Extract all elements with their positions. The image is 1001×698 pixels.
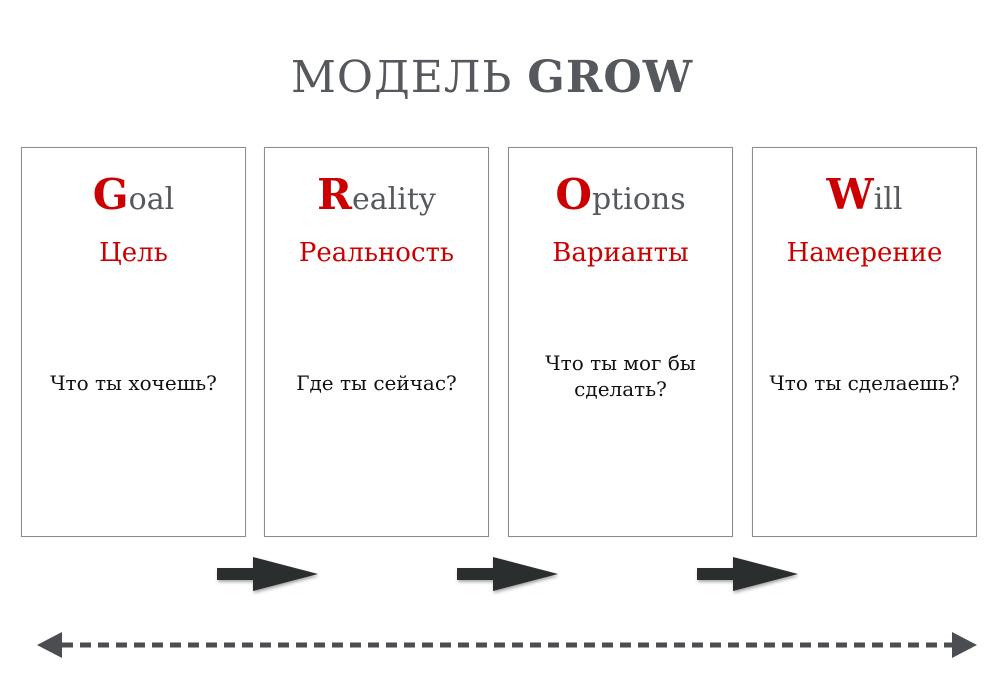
title-regular: МОДЕЛЬ <box>290 52 513 103</box>
stage-russian-label: Варианты <box>552 238 689 268</box>
flow-arrow-1 <box>217 557 318 591</box>
right-arrowhead <box>952 632 977 658</box>
stage-question-text: Что ты сделаешь? <box>769 371 960 395</box>
stage-english-rest: oal <box>128 182 175 217</box>
stage-question-text: Что ты мог бы сделать? <box>545 351 696 401</box>
stage-initial: R <box>317 170 353 219</box>
stage-reality: Reality Реальность Где ты сейчас? <box>264 147 489 537</box>
stage-question: Что ты мог бы сделать? <box>515 336 726 416</box>
stage-question: Где ты сейчас? <box>271 343 482 423</box>
stage-english-rest: ptions <box>591 182 686 217</box>
stage-goal: Goal Цель Что ты хочешь? <box>21 147 246 537</box>
slide-title: МОДЕЛЬ GROW <box>0 52 984 103</box>
stage-question: Что ты сделаешь? <box>759 343 970 423</box>
stage-english-rest: eality <box>352 182 436 217</box>
stage-options: Options Варианты Что ты мог бы сделать? <box>508 147 733 537</box>
stage-initial: O <box>555 170 592 219</box>
flow-arrow-2 <box>457 557 558 591</box>
flow-arrow-3 <box>697 557 798 591</box>
left-arrowhead <box>37 632 62 658</box>
stage-question: Что ты хочешь? <box>28 343 239 423</box>
stage-english-label: Will <box>753 170 976 219</box>
stage-initial: W <box>826 170 874 219</box>
stage-russian-label: Намерение <box>786 238 943 268</box>
stage-english-label: Reality <box>265 170 488 219</box>
stage-will: Will Намерение Что ты сделаешь? <box>752 147 977 537</box>
stage-russian-label: Цель <box>99 238 168 268</box>
stage-question-text: Что ты хочешь? <box>50 371 217 395</box>
stage-russian-label: Реальность <box>298 238 455 268</box>
bidirectional-dashed-arrow <box>37 632 977 658</box>
title-bold: GROW <box>527 52 694 103</box>
stage-initial: G <box>92 170 129 219</box>
stage-question-text: Где ты сейчас? <box>296 371 457 395</box>
stage-english-label: Goal <box>22 170 245 219</box>
stage-english-rest: ill <box>873 182 903 217</box>
stage-english-label: Options <box>509 170 732 219</box>
